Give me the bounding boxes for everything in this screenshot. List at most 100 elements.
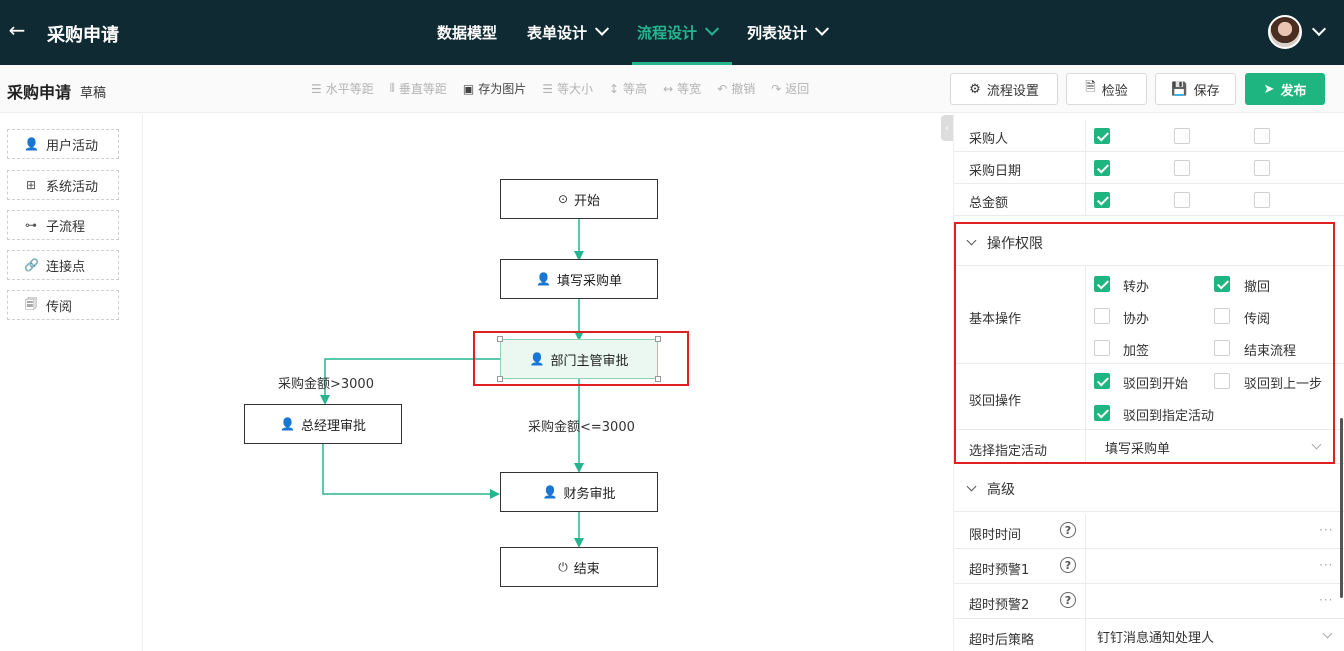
op-withdraw-checkbox[interactable] — [1214, 276, 1230, 292]
node-label: 部门主管审批 — [550, 353, 629, 369]
op-end-flow-checkbox[interactable] — [1214, 340, 1230, 356]
field-visible-checkbox[interactable] — [1094, 192, 1110, 208]
nav-flow-design[interactable]: 流程设计 — [622, 0, 733, 65]
chevron-down-icon — [966, 481, 977, 492]
field-edit-checkbox[interactable] — [1174, 128, 1190, 144]
subprocess-icon: ⊶ — [25, 218, 37, 232]
tool-same-size[interactable]: ☰等大小 — [542, 80, 593, 97]
tool-same-width[interactable]: ↔等宽 — [663, 80, 701, 97]
play-icon: ⊙ — [557, 192, 569, 206]
save-button[interactable]: 💾保存 — [1155, 73, 1236, 105]
chevron-down-icon[interactable] — [1311, 21, 1327, 37]
nav-list-design[interactable]: 列表设计 — [732, 0, 842, 65]
section-advanced[interactable]: 高级 — [954, 466, 1344, 512]
node-end[interactable]: ⏻结束 — [500, 547, 658, 587]
top-navbar: ← 采购申请 数据模型 表单设计 流程设计 列表设计 — [0, 0, 1344, 65]
field-visible-checkbox[interactable] — [1094, 128, 1110, 144]
edge-gm-finance[interactable] — [322, 443, 500, 499]
user-icon: 👤 — [529, 352, 545, 366]
reject-to-start-checkbox[interactable] — [1094, 373, 1110, 389]
field-required-checkbox[interactable] — [1254, 128, 1270, 144]
flow-settings-button[interactable]: ⚙流程设置 — [950, 73, 1058, 105]
section-operations[interactable]: 操作权限 — [954, 220, 1344, 266]
field-visible-checkbox[interactable] — [1094, 160, 1110, 176]
resize-handle[interactable] — [497, 376, 503, 382]
tool-horizontal-spacing[interactable]: ☰水平等距 — [311, 80, 374, 97]
field-required-checkbox[interactable] — [1254, 160, 1270, 176]
help-icon[interactable]: ? — [1060, 557, 1076, 573]
validate-button[interactable]: 🗎检验 — [1066, 73, 1147, 105]
tool-vertical-spacing[interactable]: ⫴垂直等距 — [390, 80, 447, 97]
node-start[interactable]: ⊙ 开始 — [500, 179, 658, 219]
divider — [1085, 364, 1086, 430]
palette-label: 连接点 — [46, 259, 86, 275]
more-icon[interactable]: ··· — [1319, 558, 1334, 572]
tool-label: 水平等距 — [325, 82, 374, 96]
target-activity-select[interactable]: 填写采购单 — [1105, 442, 1171, 457]
adv-label: 限时时间 — [969, 528, 1022, 543]
section-title: 操作权限 — [987, 236, 1043, 252]
divider — [1085, 120, 1086, 152]
field-required-checkbox[interactable] — [1254, 192, 1270, 208]
op-label: 转办 — [1123, 280, 1150, 295]
help-icon[interactable]: ? — [1060, 592, 1076, 608]
same-width-icon: ↔ — [663, 81, 674, 96]
op-transfer-checkbox[interactable] — [1094, 276, 1110, 292]
edge-dept-gm[interactable] — [320, 358, 500, 405]
nav-label: 流程设计 — [637, 24, 698, 42]
button-label: 保存 — [1193, 83, 1220, 99]
nav-form-design[interactable]: 表单设计 — [512, 0, 622, 65]
field-edit-checkbox[interactable] — [1174, 192, 1190, 208]
op-assist-checkbox[interactable] — [1094, 308, 1110, 324]
node-gm-approval[interactable]: 👤总经理审批 — [244, 404, 402, 444]
palette-subprocess[interactable]: ⊶子流程 — [7, 210, 119, 240]
resize-handle[interactable] — [655, 376, 661, 382]
tool-redo[interactable]: ↷返回 — [771, 80, 809, 97]
doc-status-badge: 草稿 — [80, 86, 107, 101]
node-dept-approval[interactable]: 👤 部门主管审批 — [500, 339, 658, 379]
reject-to-activity-checkbox[interactable] — [1094, 405, 1110, 421]
palette-circulate[interactable]: 🗐传阅 — [7, 290, 119, 320]
tool-label: 返回 — [785, 82, 810, 96]
op-add-sign-checkbox[interactable] — [1094, 340, 1110, 356]
edge-label-le[interactable]: 采购金额<=3000 — [528, 420, 635, 435]
same-height-icon: ↕ — [608, 81, 620, 96]
node-finance-approval[interactable]: 👤财务审批 — [500, 472, 658, 512]
strategy-select[interactable]: 钉钉消息通知处理人 — [1097, 631, 1215, 646]
divider — [1085, 584, 1086, 619]
edge-label-gt[interactable]: 采购金额>3000 — [278, 377, 374, 392]
align-tools: ☰水平等距 ⫴垂直等距 ▣存为图片 ☰等大小 ↕等高 ↔等宽 ↶撤销 ↷返回 — [311, 80, 809, 97]
circulate-icon: 🗐 — [25, 296, 37, 311]
tool-same-height[interactable]: ↕等高 — [609, 80, 647, 97]
field-label: 采购人 — [969, 132, 1009, 147]
flow-canvas[interactable]: ⊙ 开始 👤填写采购单 👤 部门主管审批 👤总经理审批 👤财务审批 ⏻结束 采购金额… — [143, 114, 953, 651]
field-label: 采购日期 — [969, 164, 1022, 179]
palette-connector[interactable]: 🔗连接点 — [7, 250, 119, 280]
field-edit-checkbox[interactable] — [1174, 160, 1190, 176]
more-icon[interactable]: ··· — [1319, 523, 1334, 537]
resize-handle[interactable] — [655, 336, 661, 342]
adv-label: 超时预警2 — [969, 598, 1030, 613]
tool-undo[interactable]: ↶撤销 — [717, 80, 755, 97]
user-icon: 👤 — [24, 137, 39, 151]
reject-label: 驳回到上一步 — [1244, 377, 1323, 392]
tool-save-image[interactable]: ▣存为图片 — [463, 80, 526, 97]
divider — [1085, 152, 1086, 184]
help-icon[interactable]: ? — [1060, 522, 1076, 538]
reject-to-prev-checkbox[interactable] — [1214, 373, 1230, 389]
collapse-right-panel-icon[interactable]: ‹ — [941, 115, 953, 141]
node-fill-form[interactable]: 👤填写采购单 — [500, 259, 658, 299]
divider — [1085, 619, 1086, 651]
nav-data-model[interactable]: 数据模型 — [422, 0, 512, 65]
palette-system-activity[interactable]: ⊞系统活动 — [7, 170, 119, 200]
avatar[interactable] — [1268, 15, 1302, 49]
panel-scrollbar[interactable] — [1340, 418, 1343, 598]
palette-user-activity[interactable]: 👤用户活动 — [7, 129, 119, 159]
publish-button[interactable]: ➤发布 — [1245, 73, 1325, 105]
back-arrow-icon[interactable]: ← — [8, 18, 26, 42]
node-label: 开始 — [574, 193, 601, 209]
more-icon[interactable]: ··· — [1319, 593, 1334, 607]
adv-row-time-limit: 限时时间 ? ··· — [954, 514, 1344, 549]
resize-handle[interactable] — [497, 336, 503, 342]
op-circulate-checkbox[interactable] — [1214, 308, 1230, 324]
